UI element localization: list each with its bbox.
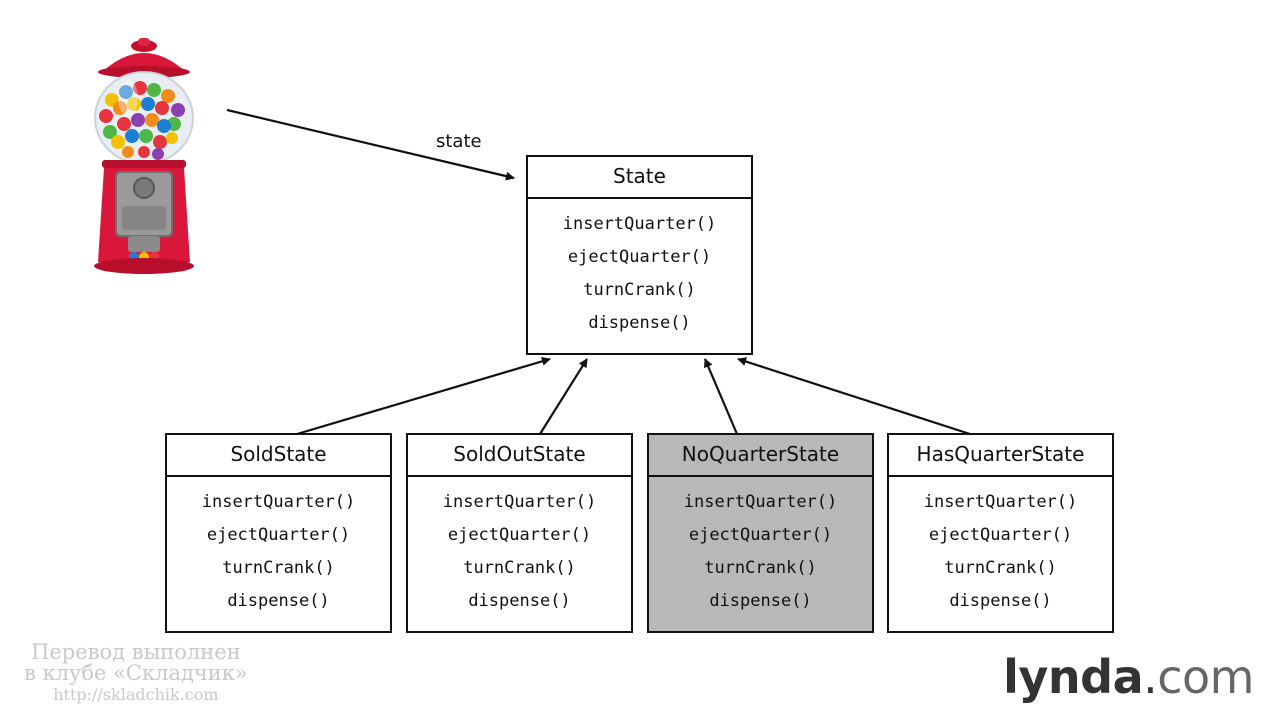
class-box-noquarterstate: NoQuarterState insertQuarter() ejectQuar… xyxy=(647,433,874,633)
association-arrow xyxy=(226,108,515,181)
inheritance-arrow-soldstate xyxy=(296,356,551,436)
inheritance-arrow-soldoutstate xyxy=(539,358,588,435)
class-box-state: State insertQuarter() ejectQuarter() tur… xyxy=(526,155,753,355)
brand-dot: . xyxy=(1143,650,1158,704)
class-box-soldstate: SoldState insertQuarter() ejectQuarter()… xyxy=(165,433,392,633)
class-methods: insertQuarter() ejectQuarter() turnCrank… xyxy=(528,199,751,340)
method-item: dispense() xyxy=(949,591,1052,611)
method-item: ejectQuarter() xyxy=(688,525,833,545)
method-item: turnCrank() xyxy=(583,280,696,300)
method-item: dispense() xyxy=(227,591,330,611)
method-item: ejectQuarter() xyxy=(447,525,592,545)
method-item: turnCrank() xyxy=(222,558,335,578)
method-item: insertQuarter() xyxy=(683,492,838,512)
watermark-url: http://skladchik.com xyxy=(53,685,219,704)
inheritance-arrow-hasquarterstate xyxy=(737,357,971,436)
method-item: turnCrank() xyxy=(463,558,576,578)
method-item: insertQuarter() xyxy=(201,492,356,512)
watermark-line: в клубе «Складчик» xyxy=(24,661,248,685)
method-item: dispense() xyxy=(468,591,571,611)
class-title: SoldState xyxy=(167,435,390,477)
method-item: insertQuarter() xyxy=(442,492,597,512)
association-label: state xyxy=(436,131,482,152)
class-methods: insertQuarter() ejectQuarter() turnCrank… xyxy=(167,477,390,618)
class-title: SoldOutState xyxy=(408,435,631,477)
method-item: insertQuarter() xyxy=(923,492,1078,512)
class-box-hasquarterstate: HasQuarterState insertQuarter() ejectQua… xyxy=(887,433,1114,633)
lynda-logo: lynda.com xyxy=(1003,650,1254,704)
method-item: insertQuarter() xyxy=(562,214,717,234)
watermark: Перевод выполнен в клубе «Складчик» http… xyxy=(24,642,248,705)
class-title: NoQuarterState xyxy=(649,435,872,477)
method-item: ejectQuarter() xyxy=(567,247,712,267)
brand-name: lynda xyxy=(1003,650,1144,704)
class-methods: insertQuarter() ejectQuarter() turnCrank… xyxy=(408,477,631,618)
gumball-machine-image xyxy=(94,38,194,274)
class-methods: insertQuarter() ejectQuarter() turnCrank… xyxy=(889,477,1112,618)
method-item: dispense() xyxy=(588,313,691,333)
method-item: dispense() xyxy=(709,591,812,611)
method-item: turnCrank() xyxy=(704,558,817,578)
brand-tld: com xyxy=(1157,650,1254,704)
inheritance-arrow-noquarterstate xyxy=(703,358,739,435)
class-methods: insertQuarter() ejectQuarter() turnCrank… xyxy=(649,477,872,618)
class-title: State xyxy=(528,157,751,199)
watermark-line: Перевод выполнен xyxy=(31,640,241,664)
method-item: ejectQuarter() xyxy=(928,525,1073,545)
class-title: HasQuarterState xyxy=(889,435,1112,477)
method-item: turnCrank() xyxy=(944,558,1057,578)
class-box-soldoutstate: SoldOutState insertQuarter() ejectQuarte… xyxy=(406,433,633,633)
method-item: ejectQuarter() xyxy=(206,525,351,545)
